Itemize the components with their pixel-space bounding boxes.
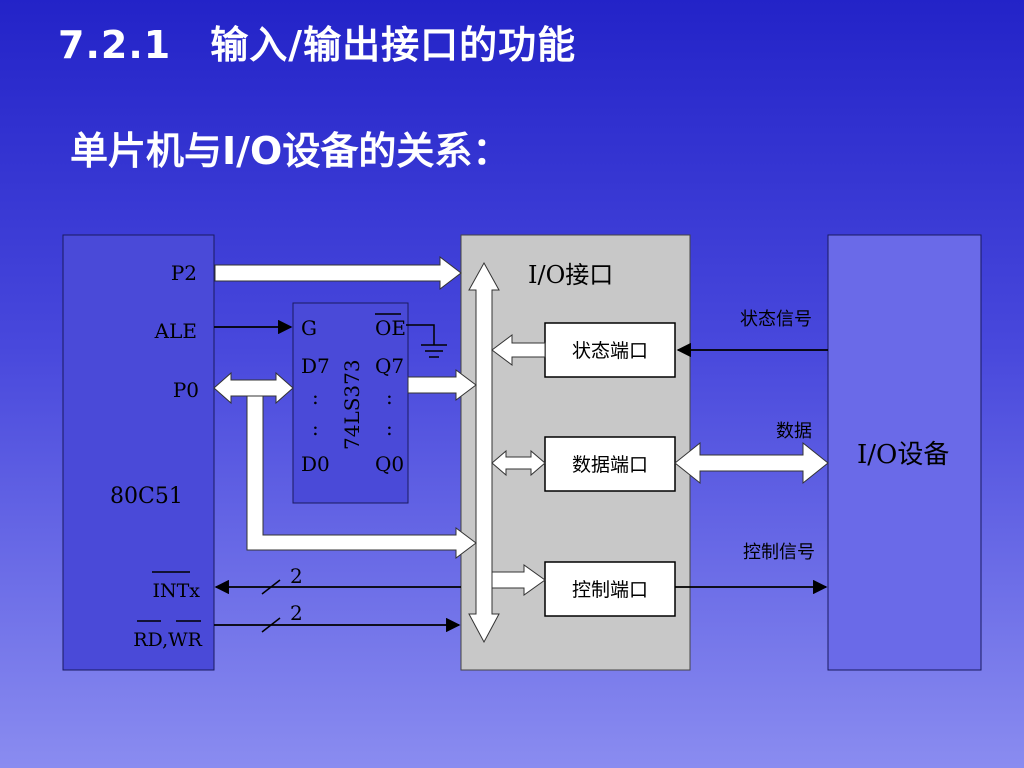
latch-box: [292, 302, 409, 504]
latch-g-label: G: [301, 316, 317, 340]
mcu-name-label: 80C51: [110, 484, 183, 509]
latch-dots-left-1: :: [312, 385, 319, 409]
latch-d7-label: D7: [301, 354, 330, 378]
ground-symbol: [406, 324, 447, 358]
pin-rdwr-label: RD,WR: [133, 629, 202, 651]
pin-intx-label: INTx: [152, 580, 200, 602]
p0-bus-arrow: [213, 371, 294, 405]
latch-q0-label: Q0: [375, 452, 404, 476]
device-box: [827, 234, 982, 671]
latch-dots-right-1: :: [386, 385, 393, 409]
status-port-box: [544, 322, 676, 378]
latch-dots-right-2: :: [386, 416, 393, 440]
control-port-label: 控制端口: [572, 579, 648, 601]
status-signal-label: 状态信号: [740, 309, 812, 330]
pin-p0-label: P0: [173, 378, 199, 402]
control-signal-label: 控制信号: [743, 542, 815, 563]
data-port-box: [544, 436, 676, 492]
bus-to-control-arrow: [491, 564, 546, 596]
rdwr-bus-slash: [261, 617, 281, 633]
p0-branch-bus: [246, 395, 477, 559]
pin-p2-label: P2: [171, 261, 197, 285]
latch-oe-label: OE: [375, 316, 406, 340]
internal-bus-arrow: [468, 261, 500, 644]
data-port-label: 数据端口: [572, 454, 648, 476]
latch-output-arrow: [407, 369, 477, 401]
data-signal-label: 数据: [776, 421, 812, 442]
device-data-arrow: [674, 441, 829, 485]
latch-d0-label: D0: [301, 452, 330, 476]
data-bus-arrow: [491, 449, 546, 477]
status-port-label: 状态端口: [572, 340, 648, 362]
page-subtitle: 单片机与I/O设备的关系：: [70, 129, 511, 173]
pin-ale-label: ALE: [154, 319, 197, 343]
interface-title-label: I/O接口: [528, 261, 613, 289]
bus-width-rdwr: 2: [290, 601, 303, 625]
status-to-bus-arrow: [491, 334, 546, 366]
latch-dots-left-2: :: [312, 416, 319, 440]
device-name-label: I/O设备: [857, 440, 949, 470]
latch-q7-label: Q7: [375, 354, 404, 378]
p2-bus-arrow: [214, 255, 462, 291]
page-title: 7.2.1 输入/输出接口的功能: [58, 23, 577, 67]
control-port-box: [544, 561, 676, 617]
mcu-box: [62, 234, 215, 671]
bus-width-intx: 2: [290, 564, 303, 588]
latch-name-label: 74LS373: [340, 359, 364, 450]
intx-bus-slash: [261, 579, 281, 595]
